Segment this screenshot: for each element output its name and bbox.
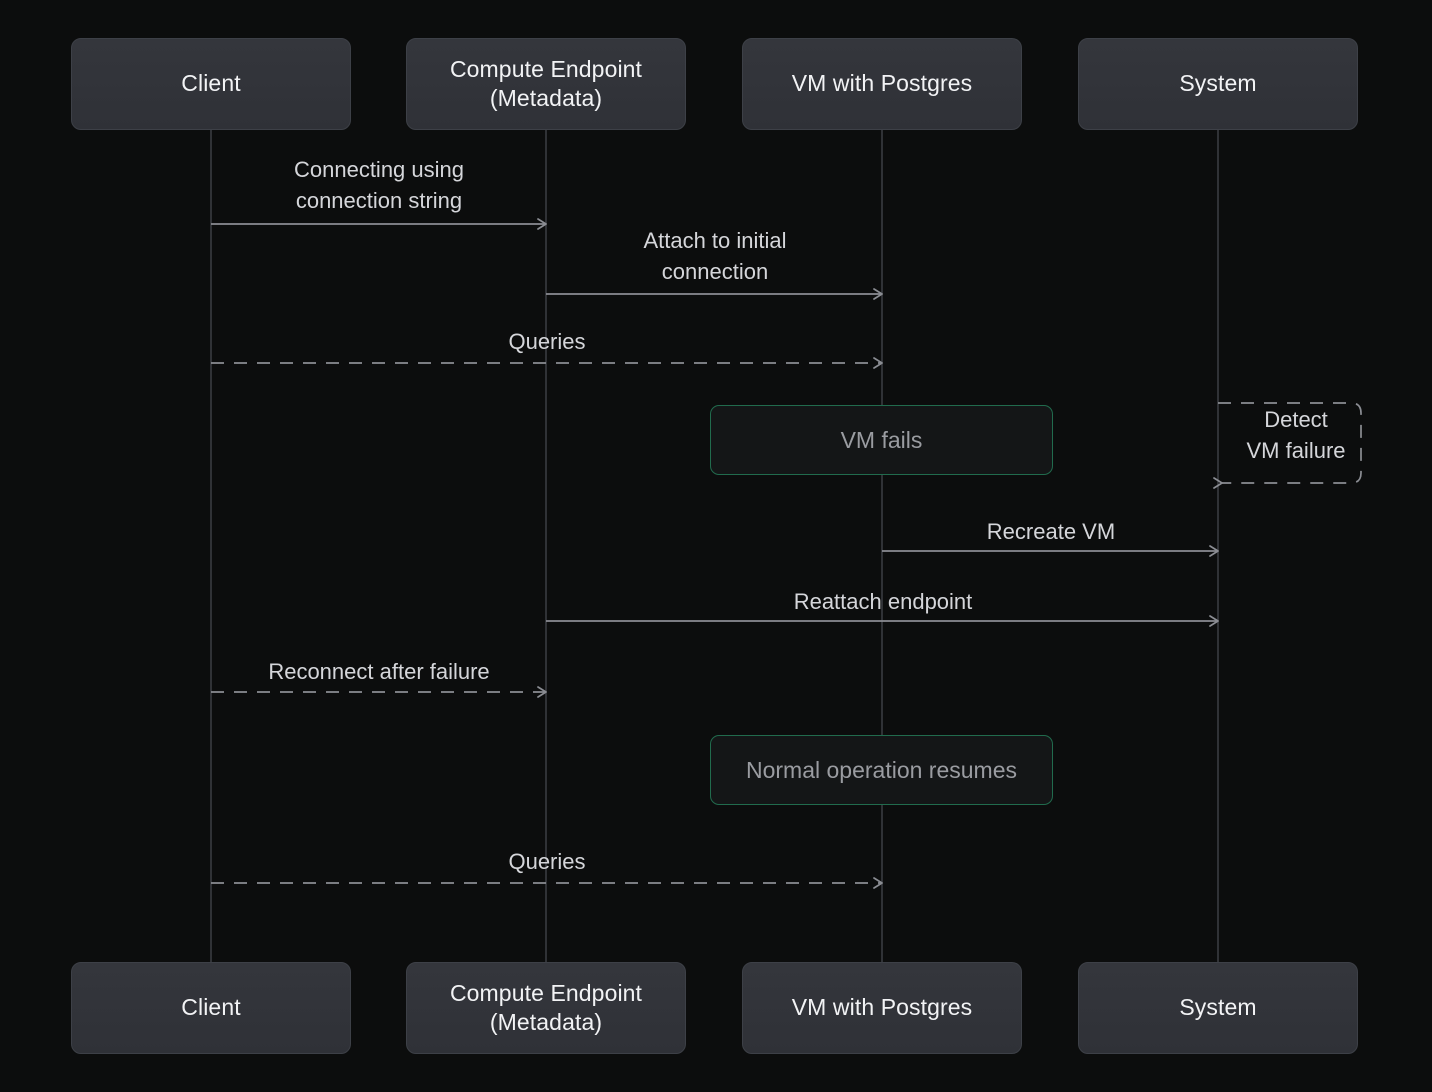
note-normal-operation-resumes[interactable]: Normal operation resumes [710,735,1053,805]
participant-footer-vm[interactable]: VM with Postgres [742,962,1022,1054]
participant-footer-client[interactable]: Client [71,962,351,1054]
message-arrows [211,218,1219,889]
participant-footer-endpoint[interactable]: Compute Endpoint (Metadata) [406,962,686,1054]
note-vm-fails[interactable]: VM fails [710,405,1053,475]
participant-footer-system[interactable]: System [1078,962,1358,1054]
participant-header-vm[interactable]: VM with Postgres [742,38,1022,130]
lifelines [210,130,1219,962]
self-message-label-detect-vm-failure: Detect VM failure [1246,407,1346,463]
participant-header-client[interactable]: Client [71,38,351,130]
participant-header-endpoint[interactable]: Compute Endpoint (Metadata) [406,38,686,130]
participant-header-system[interactable]: System [1078,38,1358,130]
